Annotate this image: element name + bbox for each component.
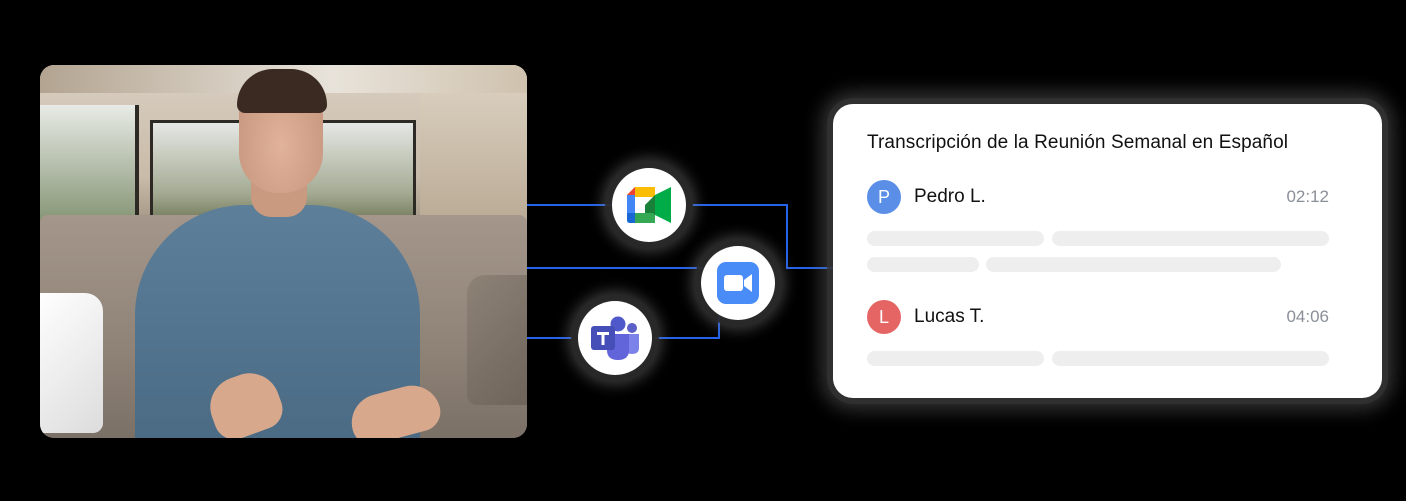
transcript-text-placeholder [867,231,1044,246]
transcript-card: Transcripción de la Reunión Semanal en E… [833,104,1382,398]
photo-pillow-grey [467,275,527,405]
connector-to-card [786,267,836,269]
microsoft-teams-integration[interactable] [578,301,652,375]
transcript-text-placeholder [986,257,1281,272]
photo-pillow-white [40,293,103,433]
speaker-name: Pedro L. [914,186,986,207]
photo-person-hair [237,69,327,113]
video-feed [40,65,527,438]
transcript-text-placeholder [867,257,979,272]
microsoft-teams-icon [591,316,639,360]
connector-teams-right [655,337,720,339]
zoom-icon [717,262,759,304]
zoom-integration[interactable] [701,246,775,320]
transcript-text-placeholder [1052,351,1329,366]
timestamp: 02:12 [1286,187,1329,206]
connector-meet-left [527,204,617,206]
transcript-text-placeholder [867,351,1044,366]
transcript-entry[interactable]: L Lucas T. 04:06 [867,300,1329,334]
connector-meet-down [786,204,788,269]
avatar: L [867,300,901,334]
transcript-text-placeholder [1052,231,1329,246]
google-meet-integration[interactable] [612,168,686,242]
transcript-entry[interactable]: P Pedro L. 02:12 [867,180,1329,214]
transcript-title: Transcripción de la Reunión Semanal en E… [867,132,1289,153]
connector-zoom-left [527,267,707,269]
connector-teams-up [718,315,720,339]
photo-window-left [40,105,139,230]
connector-meet-right [692,204,788,206]
connector-teams-left [527,337,572,339]
speaker-name: Lucas T. [914,306,985,327]
google-meet-icon [627,187,671,223]
timestamp: 04:06 [1286,307,1329,326]
avatar: P [867,180,901,214]
